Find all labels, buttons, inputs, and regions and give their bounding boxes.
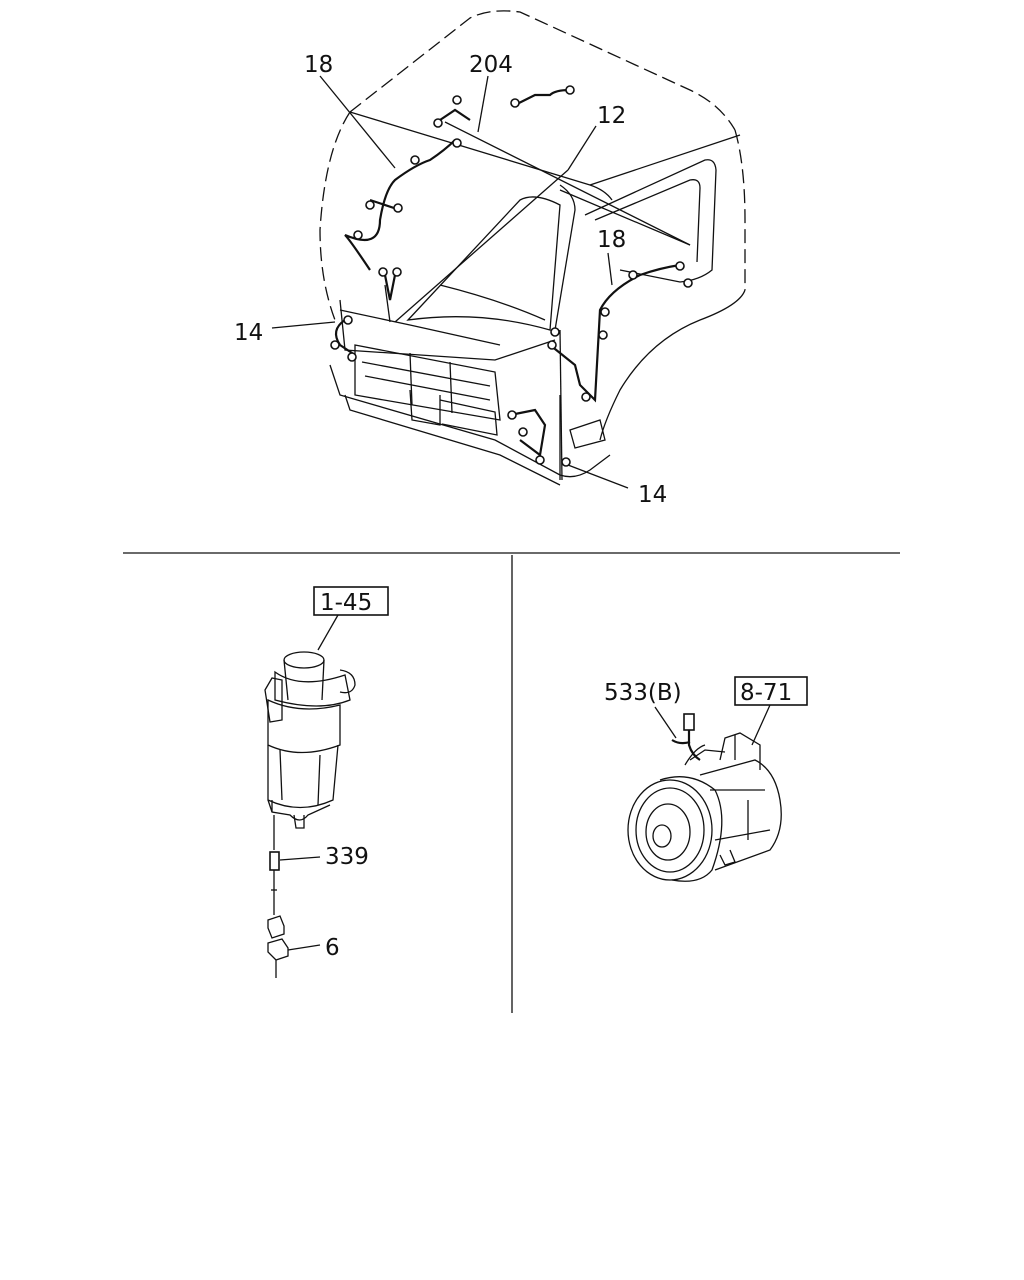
callout-filter-connector: 6 bbox=[325, 935, 340, 961]
compressor-illustration bbox=[627, 732, 782, 882]
callout-cab-harness-left: 18 bbox=[304, 52, 333, 78]
filter-wire-illustration bbox=[267, 815, 289, 978]
callout-cab-harness-right: 18 bbox=[597, 227, 626, 253]
callout-cab-harness-roof: 204 bbox=[469, 52, 513, 78]
callout-compressor-ref: 8-71 bbox=[740, 680, 792, 706]
ref-box-filter bbox=[313, 586, 389, 616]
callout-front-harness-left: 14 bbox=[234, 320, 263, 346]
truck-cab-illustration bbox=[319, 10, 746, 486]
ref-box-compressor bbox=[734, 676, 808, 706]
filter-assembly-illustration bbox=[264, 651, 356, 829]
cab-leader-lines bbox=[271, 75, 691, 489]
wire-harness-group bbox=[330, 85, 693, 467]
callout-front-harness-right: 14 bbox=[638, 482, 667, 508]
callout-filter-wire: 339 bbox=[325, 844, 369, 870]
callout-filter-ref: 1-45 bbox=[320, 590, 372, 616]
callout-cab-harness-center: 12 bbox=[597, 103, 626, 129]
callout-compressor-wire: 533(B) bbox=[604, 680, 682, 706]
compressor-wire-illustration bbox=[671, 713, 701, 761]
